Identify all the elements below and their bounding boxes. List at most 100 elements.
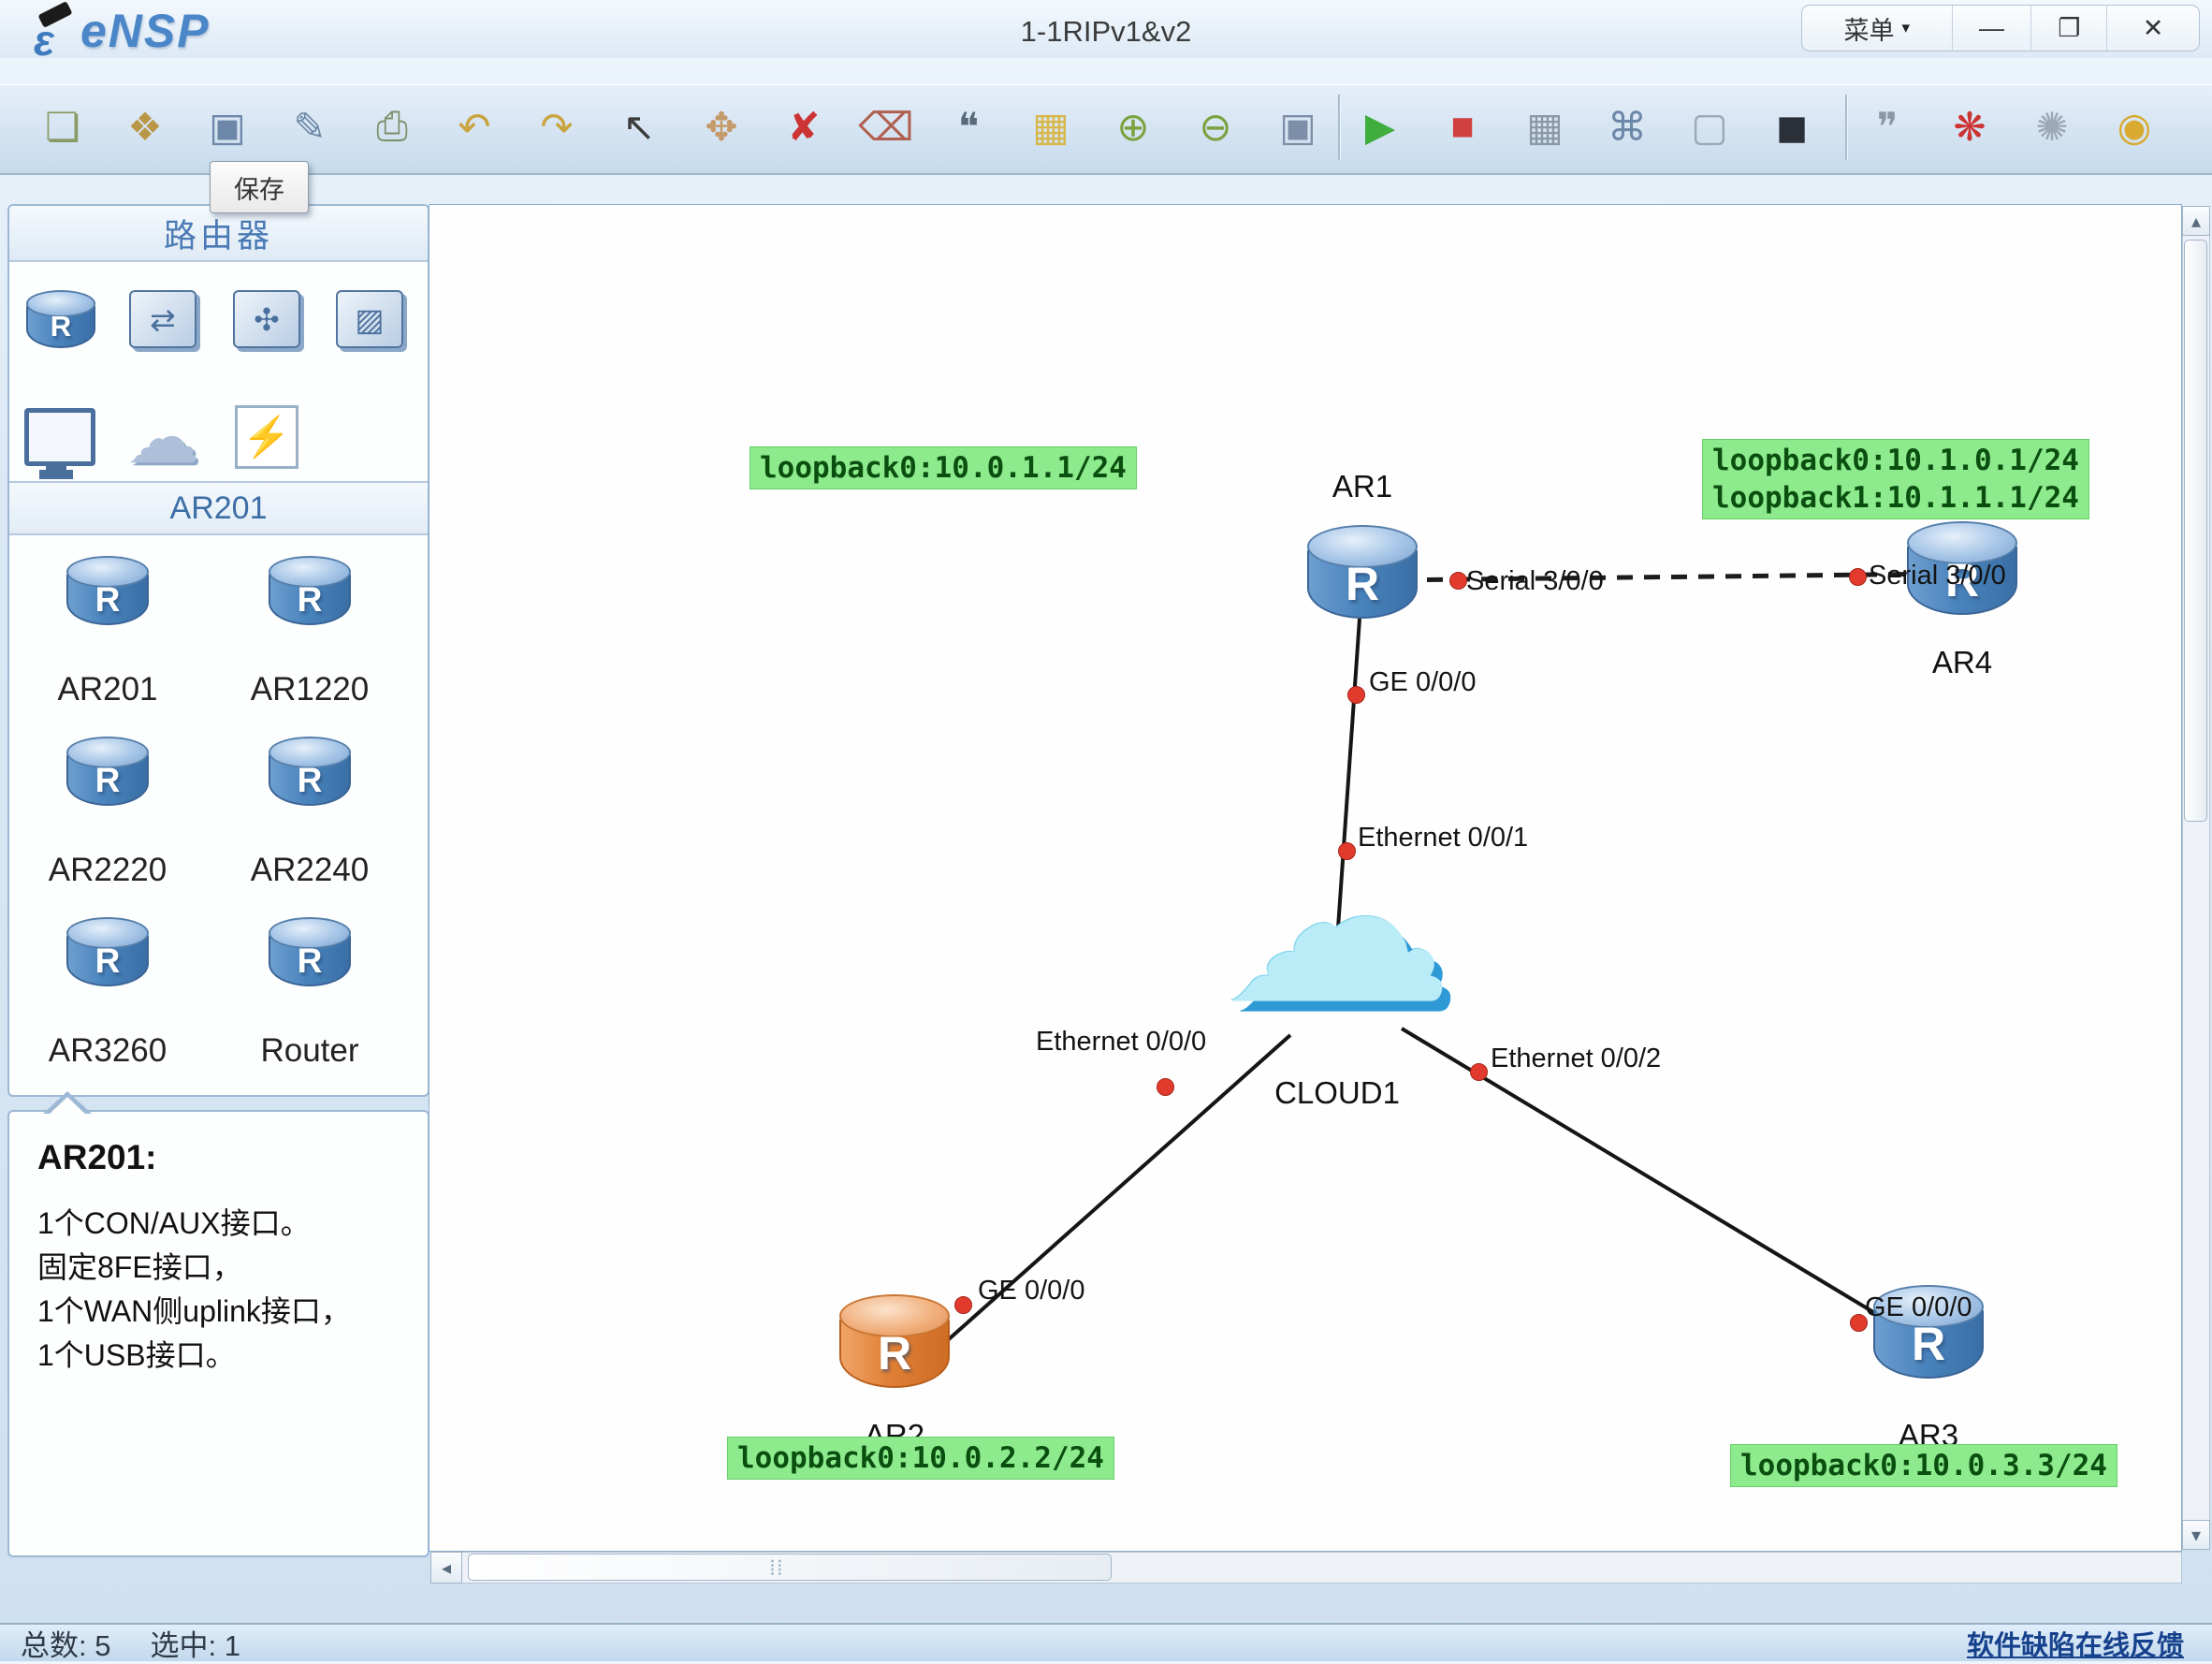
category-cloud-icon[interactable]: ☁ [116,397,210,477]
ip-label-line: loopback1:10.1.1.1/24 [1712,481,2079,515]
fit-view-icon[interactable]: ▣ [1279,104,1317,149]
palette-icon[interactable]: ▦ [1032,104,1070,149]
ip-label-ar3[interactable]: loopback0:10.0.3.3/24 [1730,1444,2117,1487]
link-endpoint-dot [1850,1314,1868,1332]
vertical-scroll-thumb[interactable] [2184,240,2207,822]
interface-label: GE 0/0/0 [1865,1292,1972,1322]
node-ar1[interactable]: R [1307,525,1418,619]
ip-label-ar1[interactable]: loopback0:10.0.1.1/24 [749,446,1137,489]
packet-capture-icon[interactable]: ❋ [1953,104,1986,149]
category-firewall-icon[interactable]: ▨ [323,279,416,359]
router-top-icon [269,556,351,589]
device-item-label: AR3260 [48,1032,167,1069]
router-letter: R [877,1327,912,1379]
zoom-out-icon[interactable]: ⊖ [1199,104,1232,149]
open-sample-icon[interactable]: ❖ [127,104,163,149]
description-title: AR201: [37,1138,157,1176]
cloud-icon: ☁ [126,396,199,478]
router-top-icon [269,917,351,950]
description-line: 1个CON/AUX接口。 [37,1206,311,1240]
description-line: 1个USB接口。 [37,1338,236,1372]
horizontal-scroll-thumb[interactable]: ⦙⦙ [468,1554,1112,1581]
save-tooltip: 保存 [210,161,309,213]
selected-count: 选中: 1 [150,1629,240,1662]
node-ar1-label: AR1 [1332,469,1393,504]
device-item-label: AR201 [57,671,158,708]
node-ar2[interactable]: R [839,1294,950,1388]
toolbar-separator [1845,95,1847,160]
blank-page-icon[interactable]: ▢ [1691,104,1728,149]
scroll-left-arrow[interactable]: ◂ [430,1552,462,1584]
device-item-label: AR2220 [48,852,167,888]
device-item-label: AR2240 [250,852,370,888]
category-router-icon[interactable]: R [13,279,107,359]
node-cloud1-label: CLOUD1 [1274,1075,1400,1110]
category-connections-icon[interactable]: ⚡ [220,397,313,477]
console-icon[interactable]: ◼ [1775,104,1809,149]
scroll-down-arrow[interactable]: ▾ [2182,1520,2210,1550]
link-endpoint-dot [1849,568,1867,586]
node-cloud1[interactable]: ☁ [1220,789,1454,1050]
device-panel-icon[interactable]: ▦ [1526,104,1564,149]
router-top-icon [26,290,95,317]
router-letter: R [1944,554,1980,606]
link-endpoint-dot [1347,686,1365,704]
category-firewall-icon-glyph: ▨ [336,290,403,348]
text-note-icon[interactable]: ❝ [957,104,980,149]
category-switch-icon[interactable]: ⇄ [116,279,210,359]
category-wlan-icon[interactable]: ✣ [220,279,313,359]
close-button[interactable]: ✕ [2142,13,2164,42]
link-endpoint-dot [1157,1078,1174,1096]
device-router-icon: R [269,917,351,986]
node-ar3[interactable]: R [1873,1285,1984,1379]
router-letter: R [297,941,323,980]
undo-icon[interactable]: ↶ [458,104,491,149]
ip-label-line: loopback0:10.0.3.3/24 [1740,1449,2107,1482]
app-logo: ε eNSP [32,1,211,65]
save-icon[interactable]: ▣ [209,104,246,149]
interface-label: GE 0/0/0 [1369,667,1477,697]
device-section-title: AR201 [9,481,428,535]
ip-label-line: loopback0:10.0.1.1/24 [760,451,1127,485]
maximize-button[interactable]: ❐ [2031,6,2108,51]
save-as-icon[interactable]: ✎ [293,104,327,149]
link-endpoint-dot [954,1296,972,1314]
redo-icon[interactable]: ↷ [540,104,574,149]
minimize-button[interactable]: — [1953,6,2032,51]
interface-label: Serial 3/0/0 [1869,561,2006,591]
scroll-up-arrow[interactable]: ▴ [2182,206,2210,236]
router-top-icon [66,737,149,769]
pan-hand-icon[interactable]: ✥ [705,104,738,149]
category-wlan-icon-glyph: ✣ [233,290,300,348]
router-top-icon [269,737,351,769]
menu-button[interactable]: 菜单 ▾ [1802,6,1953,51]
router-top-icon [839,1294,950,1337]
ip-label-ar2[interactable]: loopback0:10.0.2.2/24 [727,1437,1114,1480]
feedback-link[interactable]: 软件缺陷在线反馈 [1966,1630,2184,1661]
delete-icon[interactable]: ✘ [787,104,821,149]
new-topology-icon[interactable]: ❏ [45,104,80,149]
device-router-icon: R [66,556,149,625]
topology-manager-icon[interactable]: ⌘ [1608,104,1647,149]
category-terminal-icon[interactable] [13,397,107,477]
device-router-icon: R [269,737,351,806]
forum-chat-icon[interactable]: ❞ [1876,104,1899,149]
interface-label: Ethernet 0/0/1 [1358,823,1529,853]
eraser-icon[interactable]: ⌫ [858,104,914,149]
device-category-title: 路由器 [9,206,428,262]
print-icon[interactable]: ⎙ [376,103,408,148]
router-letter: R [297,579,323,619]
interface-label: Ethernet 0/0/0 [1036,1027,1207,1057]
info-center-icon[interactable]: ✺ [2035,104,2069,149]
router-letter: R [1345,558,1380,610]
zoom-in-icon[interactable]: ⊕ [1116,104,1150,149]
status-bar: 总数: 5 选中: 1 软件缺陷在线反馈 [0,1623,2212,1662]
about-icon[interactable]: ◉ [2117,104,2152,149]
stop-device-icon[interactable]: ■ [1450,104,1475,148]
router-top-icon [1873,1285,1984,1328]
select-cursor-icon[interactable]: ↖ [622,104,656,149]
start-device-icon[interactable]: ▶ [1364,104,1396,149]
node-ar4[interactable]: R [1907,521,2017,615]
